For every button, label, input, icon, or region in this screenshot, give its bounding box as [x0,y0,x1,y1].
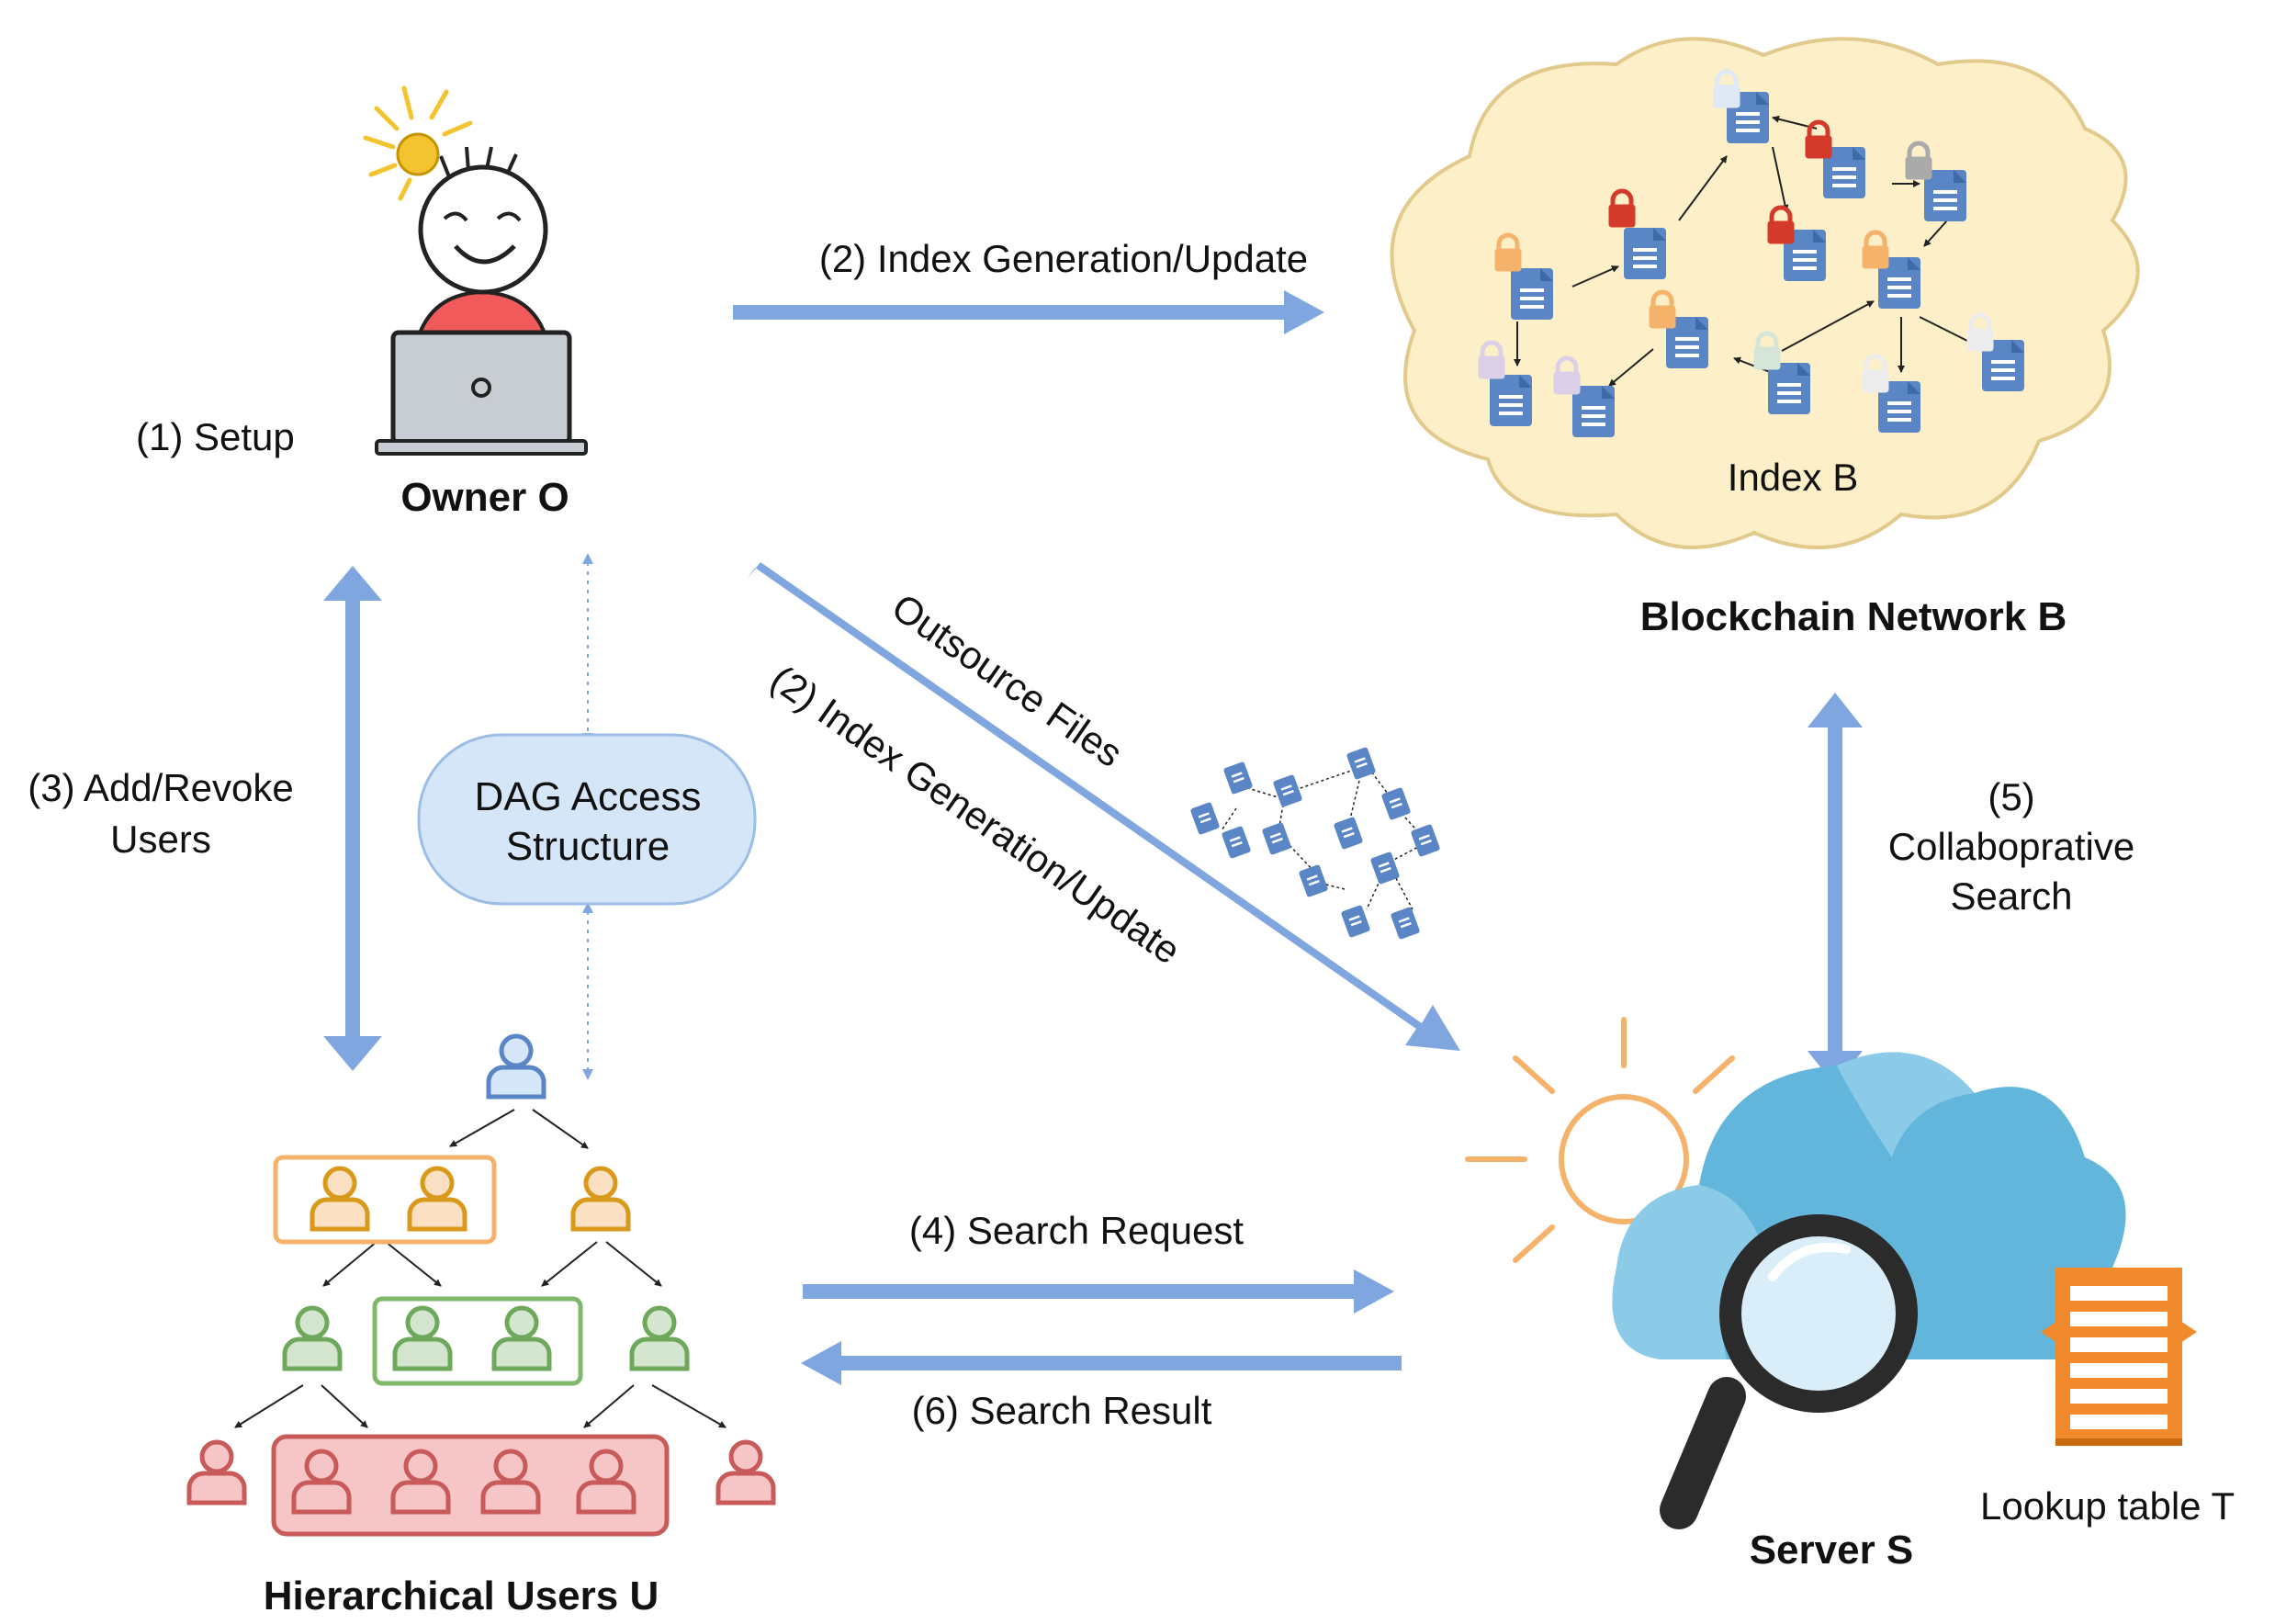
owner-illustration [363,85,588,456]
magnifier-search-icon[interactable] [1660,1214,1918,1529]
add-revoke-label-1: (3) Add/Revoke [28,766,294,809]
dag-access-structure[interactable]: DAG Access Structure [417,733,757,906]
collab-label-1: (5) [1988,775,2034,818]
user-level2-icon [410,1168,465,1229]
arrow-owner-users [323,566,382,1071]
users-label: Hierarchical Users U [264,1573,659,1618]
user-level3-icon [285,1308,340,1369]
setup-label: (1) Setup [136,415,295,458]
search-request-label: (4) Search Request [909,1209,1244,1252]
user-level3-icon [632,1308,687,1369]
collab-label-2: Collabop­rative [1888,825,2135,868]
lookup-table-icon [2041,1268,2197,1446]
dag-label-2: Structure [506,824,670,869]
outsourced-files-graph [1189,746,1441,941]
dag-label-1: DAG Access [475,774,702,819]
user-level4-icon [189,1442,244,1503]
user-level2-icon [312,1168,367,1229]
blockchain-label: Blockchain Network B [1640,594,2067,639]
lookup-label: Lookup table T [1980,1484,2235,1528]
idea-sun-icon [363,85,473,201]
index-gen-top-label: (2) Index Generation/Update [819,237,1308,280]
index-graph [1479,72,2024,437]
user-level1-icon [489,1036,544,1097]
index-label: Index B [1728,456,1858,499]
hierarchical-users-tree [189,1036,773,1537]
add-revoke-label-2: Users [110,818,211,861]
user-level3-icon [395,1308,450,1369]
index-gen-diagonal-label: (2) Index Generation/Update [763,657,1188,973]
arrow-index-to-blockchain [733,290,1324,334]
owner-label: Owner O [400,475,569,520]
server-sun-icon [1465,1017,1735,1263]
user-level3-icon [494,1308,549,1369]
arrow-search-result [801,1341,1402,1385]
arrow-collaborative [1808,693,1863,1086]
user-level4-icon [718,1442,773,1503]
arrow-search-request [803,1269,1394,1314]
collab-label-3: Search [1950,874,2072,918]
flow-arrows [323,290,1863,1385]
server-label: Server S [1750,1528,1914,1573]
user-level2-icon [573,1168,628,1229]
search-result-label: (6) Search Result [912,1389,1212,1432]
arrow-outsource-diagonal [748,562,1460,1051]
